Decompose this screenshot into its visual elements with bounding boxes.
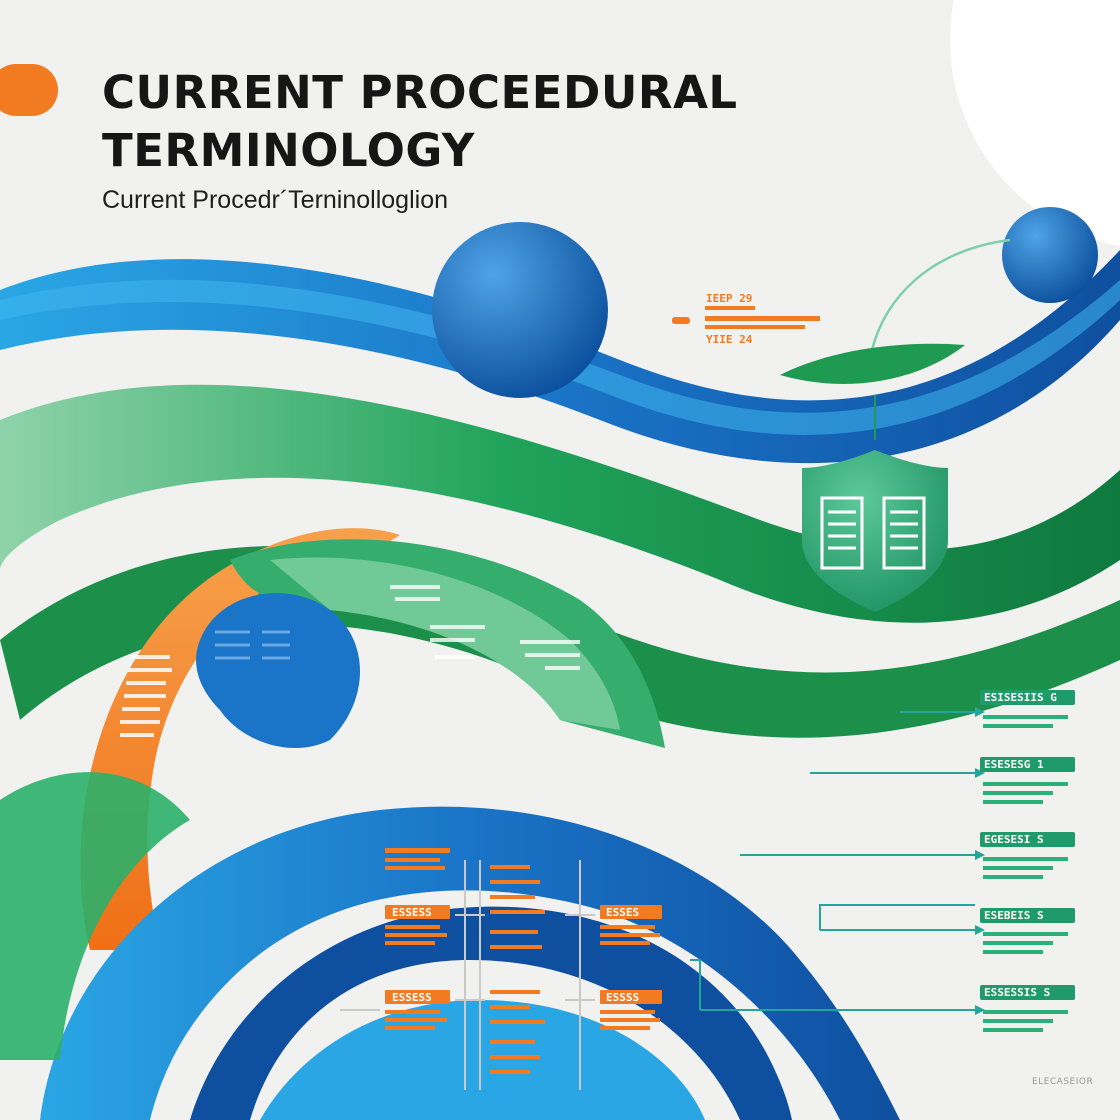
green-panel-light [270,557,620,730]
center-flowchart-bars [385,848,662,1074]
top-code-label-2: YIIE 24 [706,333,753,346]
subtitle: Current Procedr´Terninolloglion [102,186,448,214]
globe-sphere-icon [432,222,608,398]
center-flowchart-lines [340,860,595,1090]
right-label-lines [983,715,1068,1032]
shield-document-icon [802,450,948,612]
shield-document-lines [820,496,926,570]
blob-document-lines [215,630,290,660]
right-label-1: ESISESIIS G [984,691,1057,704]
right-label-boxes [980,690,1075,1000]
panel-code-bars [390,585,580,670]
title-line-1: CURRENT PROCEEDURAL [102,66,738,119]
blue-blob [196,593,360,749]
right-label-5: ESSESSIS S [984,986,1051,999]
top-code-bars [672,306,820,329]
leaf-icon [780,343,965,384]
title-line-2: TERMINOLOGY [102,124,475,177]
blue-wave-lower-light [260,1000,705,1120]
green-wave-bottom-left [0,772,190,1060]
leaf-stem [868,238,1011,361]
arc-code-bars [120,655,172,737]
right-label-4: ESEBEIS S [984,909,1044,922]
globe-small-icon [1002,207,1098,303]
top-right-circle [950,0,1120,247]
center-label-right-2: ESSSS [606,991,640,1004]
orange-tab-icon [0,64,58,116]
watermark: ELECASEIOR [1032,1077,1094,1087]
center-label-left-1: ESSESS [392,906,432,919]
right-label-2: ESESESG 1 [984,758,1044,771]
blue-wave-lower [40,806,900,1120]
orange-arc [80,528,401,950]
blue-wave-lower-inner [190,906,792,1120]
center-label-right-1: ESSES [606,906,640,919]
right-connectors [690,711,975,1011]
top-code-label-1: IEEP 29 [706,292,753,305]
center-label-left-2: ESSESS [392,991,432,1004]
right-label-3: EGESESI S [984,833,1044,846]
right-arrowheads [975,707,985,1015]
